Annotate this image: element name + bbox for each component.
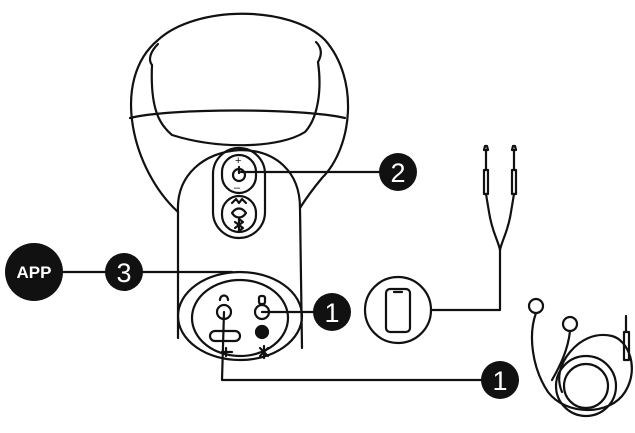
earphones-illustration xyxy=(527,297,633,418)
mic-handle xyxy=(176,148,304,362)
microphone-icon xyxy=(257,294,267,306)
echo-icon xyxy=(230,197,248,205)
mic-head xyxy=(128,12,350,214)
snowflake-icon xyxy=(258,344,270,360)
splitter-cable xyxy=(482,144,518,252)
bluetooth-icon xyxy=(233,217,245,233)
button-panel xyxy=(211,146,267,240)
volume-plus-symbol: + xyxy=(235,155,241,167)
callout-3: 3 xyxy=(105,253,143,291)
leader-line-1b xyxy=(220,310,492,382)
usb-c-port[interactable] xyxy=(208,329,242,343)
callout-3-label: 3 xyxy=(116,258,131,288)
earbud-left xyxy=(527,297,545,315)
callout-1-mic-label: 1 xyxy=(324,298,339,328)
earphone-plug xyxy=(622,330,631,362)
callout-1-headphone-label: 1 xyxy=(492,366,507,396)
callout-2: 2 xyxy=(379,153,417,191)
plug-left xyxy=(482,168,490,196)
status-led xyxy=(254,324,270,340)
plug-right xyxy=(510,168,518,196)
callout-2-label: 2 xyxy=(390,158,405,188)
volume-rocker[interactable] xyxy=(220,153,258,195)
effect-icon xyxy=(230,207,248,219)
phone-illustration xyxy=(363,248,502,345)
callout-1-headphone: 1 xyxy=(481,361,519,399)
volume-minus-symbol: – xyxy=(234,182,241,194)
app-badge-label: APP xyxy=(17,263,52,282)
phone-icon xyxy=(384,287,412,334)
phone-cable xyxy=(429,248,502,312)
earbud-right xyxy=(561,315,579,333)
headphone-icon xyxy=(218,294,230,302)
callout-1-mic: 1 xyxy=(313,293,351,331)
app-badge: APP xyxy=(5,243,63,301)
